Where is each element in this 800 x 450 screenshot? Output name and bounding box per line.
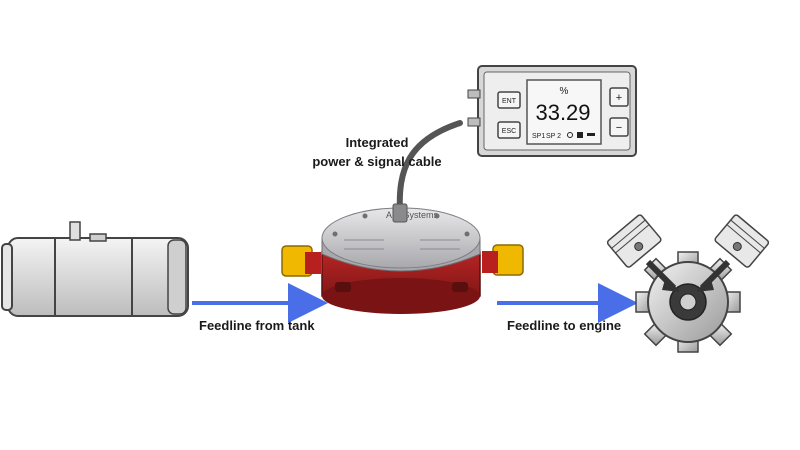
feedline-to-engine-label: Feedline to engine — [507, 318, 622, 333]
setpoint-2-label: SP 2 — [546, 133, 561, 140]
feedline-from-tank-label: Feedline from tank — [199, 318, 315, 333]
cable-label-line-1: Integrated — [345, 135, 409, 150]
ent-key: ENT — [497, 91, 521, 109]
flow-meter-icon: AIC Systems — [281, 203, 524, 314]
setpoint-1-label: SP1 — [532, 133, 545, 140]
display-value: 33.29 — [535, 100, 590, 125]
plus-key: + — [609, 87, 629, 107]
digital-display-icon: ENT ESC + − % 33.29 SP1 SP 2 — [467, 65, 637, 157]
display-unit: % — [560, 86, 569, 97]
cable-label-line-2: power & signal cable — [312, 154, 442, 169]
minus-key: − — [609, 117, 629, 137]
esc-key: ESC — [497, 121, 521, 139]
plus-key-label: + — [616, 92, 622, 104]
ent-key-label: ENT — [502, 98, 517, 105]
meter-brand-label: AIC Systems — [386, 210, 439, 220]
minus-key-label: − — [616, 122, 622, 134]
esc-key-label: ESC — [502, 128, 516, 135]
engine-icon — [606, 214, 770, 353]
status-symbols-icon — [567, 132, 595, 138]
fuel-tank-icon — [1, 221, 189, 317]
power-signal-cable — [396, 120, 463, 215]
